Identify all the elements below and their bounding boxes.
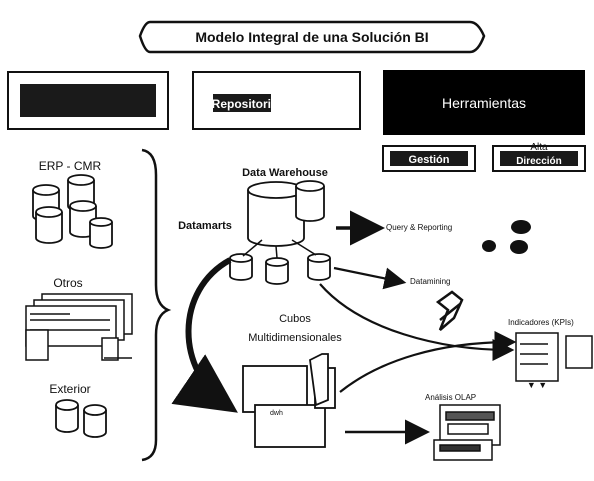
exterior-label: Exterior bbox=[49, 382, 90, 396]
cube-inner-label: dwh bbox=[270, 410, 283, 417]
datamining-label: Datamining bbox=[410, 277, 450, 286]
otros-document-icons bbox=[25, 293, 133, 361]
analisis-olap-label: Análisis OLAP bbox=[425, 393, 476, 402]
query-reporting-icon bbox=[482, 220, 531, 254]
flow-arrows bbox=[171, 210, 517, 445]
data-warehouse-icon bbox=[247, 180, 325, 247]
herramientas-label: Herramientas bbox=[442, 95, 526, 111]
erp-database-icons bbox=[32, 174, 113, 249]
header-box-1 bbox=[7, 71, 169, 130]
datamarts-label: Datamarts bbox=[178, 220, 232, 232]
gestion-label: Gestión bbox=[409, 154, 450, 166]
svg-text:▼ ▼: ▼ ▼ bbox=[527, 380, 547, 390]
sources-brace bbox=[141, 148, 172, 462]
otros-label: Otros bbox=[53, 276, 82, 290]
diagram-title: Modelo Integral de una Solución BI bbox=[195, 29, 428, 45]
exterior-database-icons bbox=[55, 399, 107, 438]
indicadores-icon: ▼ ▼ bbox=[515, 332, 593, 390]
indicadores-label: Indicadores (KPIs) bbox=[508, 318, 574, 327]
cubos-label-line-1: Cubos bbox=[279, 313, 311, 325]
multidimensional-cubes-icon: dwh bbox=[242, 353, 336, 448]
header-box-repositorio: Repositorio bbox=[192, 71, 361, 130]
erp-cmr-label: ERP - CMR bbox=[39, 159, 102, 173]
cubos-label-line-2: Multidimensionales bbox=[248, 332, 342, 344]
query-reporting-label: Query & Reporting bbox=[386, 223, 452, 232]
datamart-icons bbox=[229, 253, 331, 285]
header-box-herramientas: Herramientas bbox=[383, 70, 585, 135]
alta-direccion-line-1: Alta bbox=[530, 142, 548, 153]
datamining-icon bbox=[435, 290, 464, 331]
gestion-box: Gestión bbox=[382, 145, 476, 172]
olap-screen-icon bbox=[433, 404, 501, 461]
alta-direccion-box: Alta Dirección bbox=[492, 142, 586, 172]
data-warehouse-label: Data Warehouse bbox=[242, 167, 328, 179]
repositorio-label: Repositorio bbox=[212, 97, 279, 111]
title-banner: Modelo Integral de una Solución BI bbox=[138, 20, 486, 54]
alta-direccion-line-2: Dirección bbox=[516, 156, 562, 167]
